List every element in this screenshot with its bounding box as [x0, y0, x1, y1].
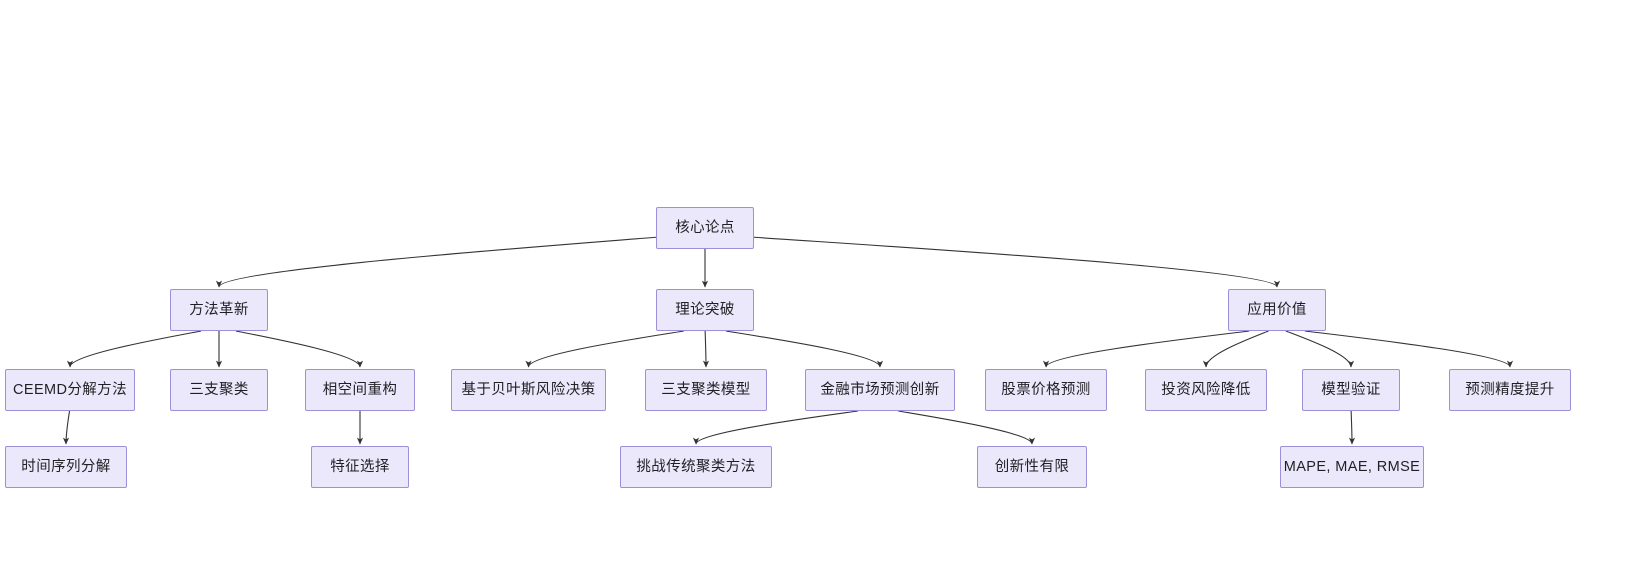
edge-l2f-to-l3d — [898, 410, 1036, 445]
node-label: 理论突破 — [675, 301, 735, 318]
node-l1a[interactable]: 方法革新 — [170, 289, 268, 331]
edge-group — [62, 236, 1514, 445]
node-l2f[interactable]: 金融市场预测创新 — [805, 369, 955, 411]
node-label: 核心论点 — [675, 219, 735, 236]
edge-l2i-to-l3e — [1348, 410, 1356, 445]
node-label: 模型验证 — [1321, 381, 1381, 398]
node-l3d[interactable]: 创新性有限 — [977, 446, 1087, 488]
node-l2h[interactable]: 投资风险降低 — [1145, 369, 1267, 411]
node-l2i[interactable]: 模型验证 — [1302, 369, 1400, 411]
node-label: 金融市场预测创新 — [820, 381, 940, 398]
node-label: CEEMD分解方法 — [13, 381, 127, 398]
node-l2b[interactable]: 三支聚类 — [170, 369, 268, 411]
node-l2c[interactable]: 相空间重构 — [305, 369, 415, 411]
edge-l1c-to-l2g — [1042, 330, 1250, 368]
node-l2g[interactable]: 股票价格预测 — [985, 369, 1107, 411]
node-label: 应用价值 — [1247, 301, 1307, 318]
edge-l1c-to-l2i — [1285, 330, 1355, 368]
edge-l1b-to-l2f — [725, 330, 884, 368]
node-label: 时间序列分解 — [21, 458, 111, 475]
node-l3b[interactable]: 特征选择 — [311, 446, 409, 488]
node-label: 股票价格预测 — [1001, 381, 1091, 398]
edge-l1a-to-l2a — [66, 330, 202, 368]
node-label: 三支聚类模型 — [661, 381, 751, 398]
node-label: 方法革新 — [189, 301, 249, 318]
edge-l1a-to-l2c — [235, 330, 364, 368]
edge-l1b-to-l2d — [525, 330, 684, 368]
node-root[interactable]: 核心论点 — [656, 207, 754, 249]
node-label: 特征选择 — [330, 458, 390, 475]
node-l2e[interactable]: 三支聚类模型 — [645, 369, 767, 411]
edge-l1c-to-l2j — [1304, 330, 1514, 368]
node-l1c[interactable]: 应用价值 — [1228, 289, 1326, 331]
edge-l2f-to-l3c — [692, 410, 858, 445]
node-l2j[interactable]: 预测精度提升 — [1449, 369, 1571, 411]
node-label: 预测精度提升 — [1465, 381, 1555, 398]
edge-root-to-l1a — [216, 236, 657, 288]
node-l2d[interactable]: 基于贝叶斯风险决策 — [451, 369, 606, 411]
node-label: 相空间重构 — [322, 381, 398, 398]
node-label: 挑战传统聚类方法 — [636, 458, 756, 475]
node-label: 基于贝叶斯风险决策 — [461, 381, 596, 398]
edge-l1c-to-l2h — [1202, 330, 1269, 368]
node-l3e[interactable]: MAPE, MAE, RMSE — [1280, 446, 1424, 488]
edge-l1b-to-l2e — [702, 330, 710, 368]
node-label: MAPE, MAE, RMSE — [1283, 458, 1421, 475]
edge-root-to-l1c — [753, 236, 1280, 288]
node-label: 创新性有限 — [994, 458, 1070, 475]
node-label: 投资风险降低 — [1161, 381, 1251, 398]
node-label: 三支聚类 — [189, 381, 249, 398]
node-l3c[interactable]: 挑战传统聚类方法 — [620, 446, 772, 488]
node-l2a[interactable]: CEEMD分解方法 — [5, 369, 135, 411]
node-l1b[interactable]: 理论突破 — [656, 289, 754, 331]
edge-l2a-to-l3a — [62, 410, 71, 445]
node-l3a[interactable]: 时间序列分解 — [5, 446, 127, 488]
